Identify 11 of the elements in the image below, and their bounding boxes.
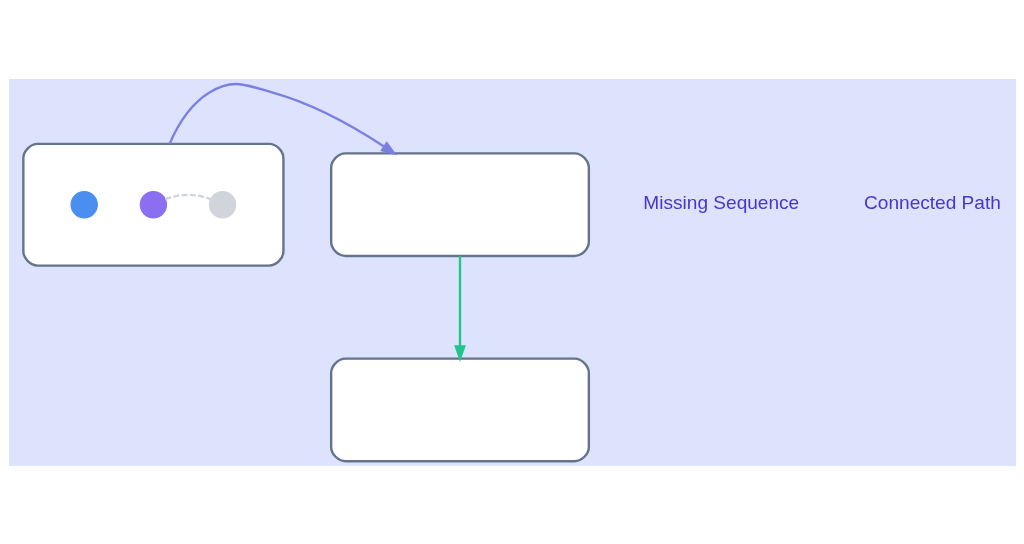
label: Connected Path (863, 191, 1001, 213)
arrow (453, 255, 466, 362)
node-circle (69, 190, 98, 218)
node-box (329, 356, 590, 462)
connector (164, 193, 211, 200)
arrow (168, 82, 397, 155)
cluster (21, 142, 285, 267)
node-circle (139, 190, 167, 218)
node-box (329, 151, 590, 257)
label: Missing Sequence (642, 191, 799, 213)
node-circle (208, 190, 236, 218)
